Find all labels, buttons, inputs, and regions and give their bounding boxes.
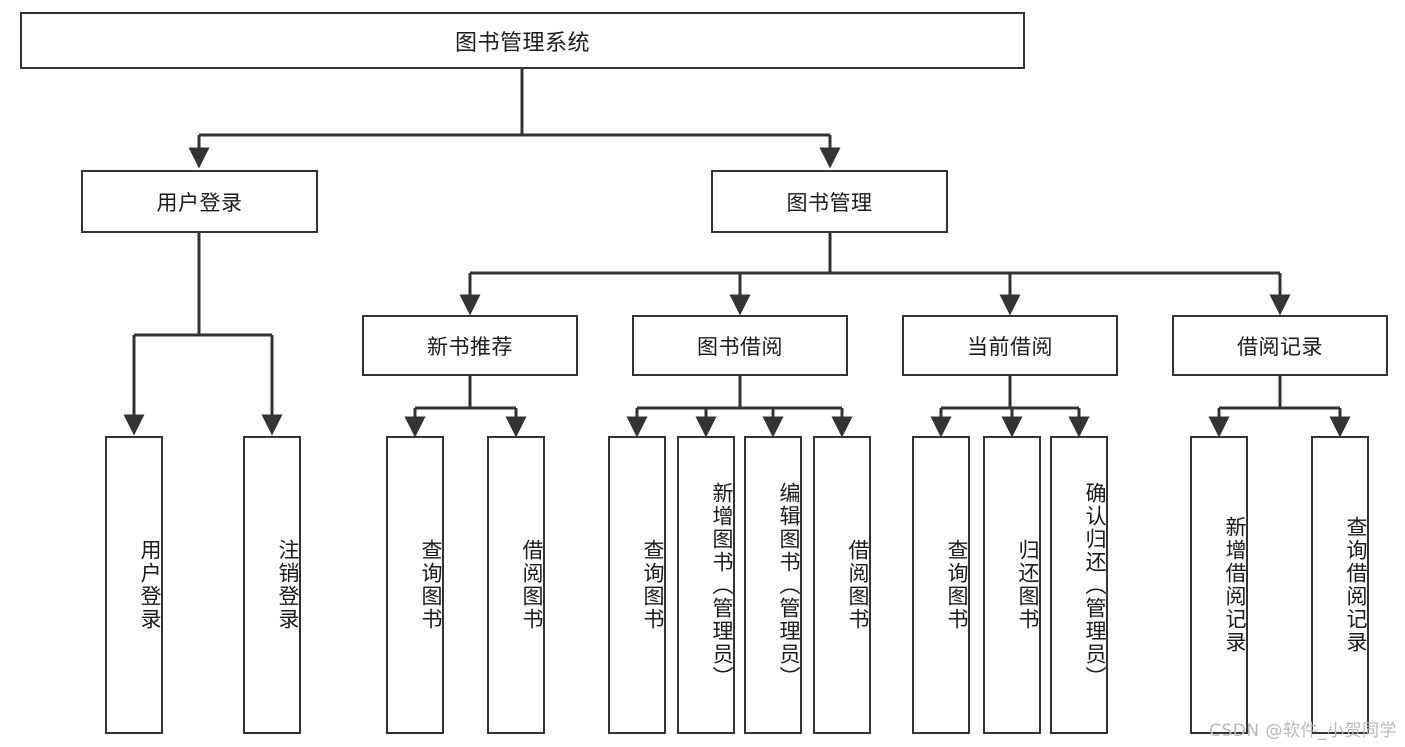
node-root-label: 图书管理系统 [454,30,590,56]
node-leaf-user-logout-label: 注销登录 [276,539,300,631]
watermark: CSDN @软件_小贺同学 [1209,721,1397,741]
node-new-book-recommend-label: 新书推荐 [427,334,513,359]
node-borrow-record[interactable]: 借阅记录 [1172,315,1388,376]
node-leaf-bor-edit-book-label: 编辑图书（管理员） [777,481,801,689]
node-book-borrow-label: 图书借阅 [697,334,783,359]
node-leaf-bor-query-book-label: 查询图书 [641,539,665,631]
node-leaf-cur-query-book-label: 查询图书 [945,539,969,631]
node-leaf-user-logout[interactable]: 注销登录 [243,436,301,734]
node-borrow-record-label: 借阅记录 [1237,334,1323,359]
node-book-borrow[interactable]: 图书借阅 [632,315,848,376]
node-leaf-bor-edit-book[interactable]: 编辑图书（管理员） [744,436,802,734]
node-leaf-cur-return-book[interactable]: 归还图书 [983,436,1041,734]
node-current-borrow[interactable]: 当前借阅 [902,315,1118,376]
node-leaf-rec-borrow-book-label: 借阅图书 [520,539,544,631]
node-leaf-user-login[interactable]: 用户登录 [105,436,163,734]
node-root[interactable]: 图书管理系统 [20,12,1025,69]
node-leaf-bor-query-book[interactable]: 查询图书 [608,436,666,734]
node-leaf-cur-query-book[interactable]: 查询图书 [912,436,970,734]
node-leaf-cur-confirm-return-label: 确认归还（管理员） [1083,481,1107,689]
node-current-borrow-label: 当前借阅 [967,334,1053,359]
node-leaf-rec-query-record[interactable]: 查询借阅记录 [1311,436,1369,734]
node-leaf-cur-return-book-label: 归还图书 [1016,539,1040,631]
node-leaf-cur-confirm-return[interactable]: 确认归还（管理员） [1050,436,1108,734]
node-leaf-rec-add-record[interactable]: 新增借阅记录 [1190,436,1248,734]
node-leaf-bor-add-book-label: 新增图书（管理员） [710,481,734,689]
node-leaf-bor-borrow-book-label: 借阅图书 [846,539,870,631]
node-user-login[interactable]: 用户登录 [81,170,318,233]
node-leaf-rec-query-book[interactable]: 查询图书 [386,436,444,734]
node-leaf-rec-borrow-book[interactable]: 借阅图书 [487,436,545,734]
node-book-manage-label: 图书管理 [786,190,873,215]
node-leaf-bor-add-book[interactable]: 新增图书（管理员） [677,436,735,734]
node-leaf-rec-add-record-label: 新增借阅记录 [1223,516,1247,654]
node-leaf-user-login-label: 用户登录 [138,539,162,631]
node-book-manage[interactable]: 图书管理 [711,170,948,233]
node-leaf-rec-query-book-label: 查询图书 [419,539,443,631]
node-leaf-rec-query-record-label: 查询借阅记录 [1344,516,1368,654]
node-leaf-bor-borrow-book[interactable]: 借阅图书 [813,436,871,734]
node-user-login-label: 用户登录 [156,190,243,215]
node-new-book-recommend[interactable]: 新书推荐 [362,315,578,376]
